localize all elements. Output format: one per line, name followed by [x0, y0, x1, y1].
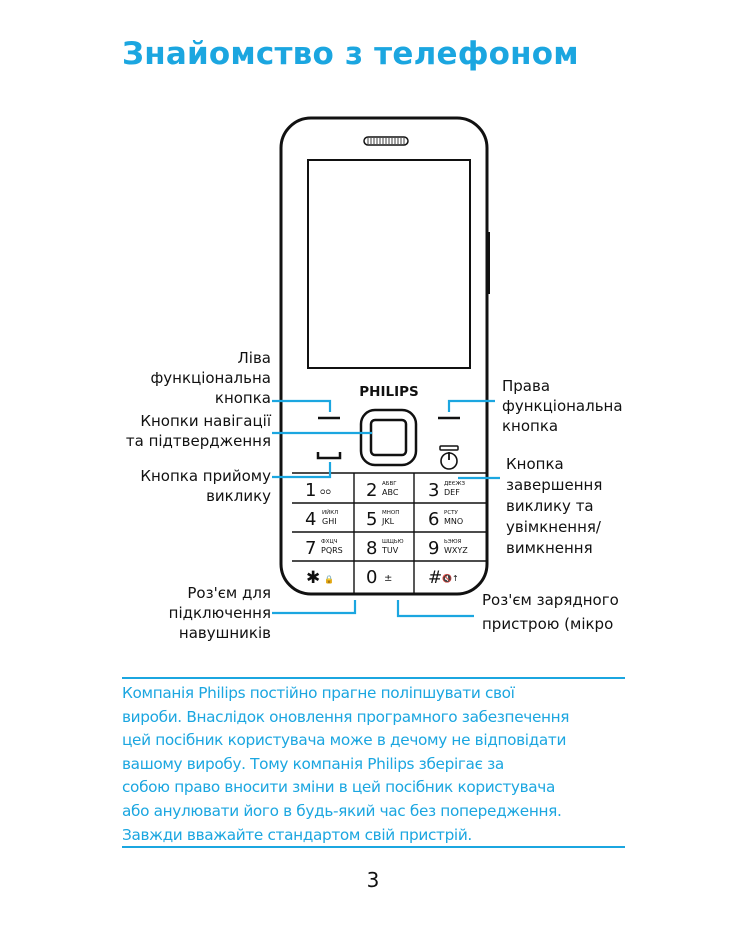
end-key-icon	[439, 445, 459, 451]
key-3-sub-top: ДЕЄЖЗ	[444, 481, 466, 487]
key-3-digit: 3	[428, 480, 439, 501]
nav-key-center	[369, 418, 408, 457]
key-6-sub: MNO	[444, 517, 463, 526]
page-title: Знайомство з телефоном	[122, 36, 579, 72]
callout-charger-jack	[396, 600, 474, 618]
key-0-sub: ±	[384, 573, 392, 584]
key-8-digit: 8	[366, 538, 377, 559]
key-2-digit: 2	[366, 480, 377, 501]
phone-brand: PHILIPS	[359, 384, 418, 400]
label-headset-jack: Роз'єм для підключення навушників	[168, 584, 271, 642]
key-7-digit: 7	[305, 538, 316, 559]
key-star-sub: 🔒	[324, 575, 334, 584]
notice-bottom-rule	[122, 846, 625, 848]
label-nav-keys: Кнопки навігації та підтвердження	[125, 412, 271, 450]
label-charger-jack: Роз'єм зарядного пристрою (мікро	[482, 591, 619, 633]
key-4-sub-top: ИЙКЛ	[322, 509, 338, 516]
call-key	[316, 452, 342, 460]
callout-left-soft-key	[272, 399, 332, 412]
key-9-digit: 9	[428, 538, 439, 559]
key-hash-sub: 🔇↑	[442, 573, 459, 583]
label-call-key: Кнопка прийому виклику	[140, 467, 271, 505]
label-left-soft-key: Ліва функціональна кнопка	[150, 349, 271, 407]
page-number: 3	[366, 868, 380, 892]
key-7-sub: PQRS	[321, 546, 343, 555]
key-6-digit: 6	[428, 509, 439, 530]
key-6-sub-top: РСТУ	[444, 510, 459, 516]
key-0-digit: 0	[366, 567, 377, 588]
notice-top-rule	[122, 677, 625, 679]
key-2-sub: ABC	[382, 488, 399, 497]
key-5-digit: 5	[366, 509, 377, 530]
key-1-digit: 1	[305, 480, 316, 501]
key-star-digit: ✱	[306, 568, 320, 588]
callout-right-soft-key	[447, 399, 495, 412]
earpiece-grille	[367, 138, 405, 144]
key-5-sub-top: МНОП	[382, 510, 399, 516]
phone-screen	[307, 159, 471, 369]
callout-headset-jack	[272, 600, 357, 615]
key-8-sub-top: ШЩЬЮ	[382, 539, 404, 545]
side-button	[486, 232, 490, 294]
key-7-sub-top: ФХЦЧ	[321, 539, 338, 545]
label-right-soft-key: Права функціональна кнопка	[502, 377, 623, 435]
key-2-sub-top: АБВГ	[382, 481, 397, 487]
key-5-sub: JKL	[381, 517, 395, 526]
key-hash-digit: #	[428, 568, 442, 588]
key-8-sub: TUV	[381, 546, 399, 555]
key-4-digit: 4	[305, 509, 316, 530]
key-9-sub-top: ЬЭЮЯ	[444, 539, 462, 545]
key-1-sub: ᴑᴑ	[320, 487, 331, 496]
label-end-key: Кнопка завершення виклику та увімкнення/…	[506, 455, 603, 557]
key-9-sub: WXYZ	[444, 546, 468, 555]
notice-text: Компанія Philips постійно прагне поліпшу…	[122, 684, 570, 844]
key-4-sub: GHI	[322, 517, 337, 526]
callout-call-key	[272, 462, 332, 479]
key-3-sub: DEF	[444, 488, 460, 497]
